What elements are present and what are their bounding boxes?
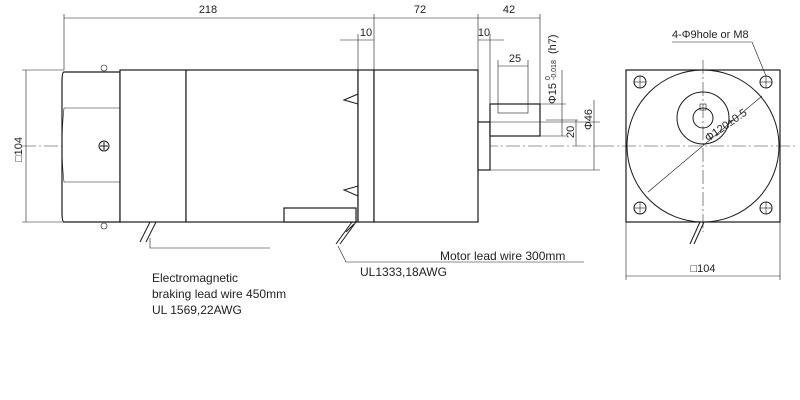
gearbox [373, 69, 479, 223]
flange-wedge-bottom [342, 185, 359, 197]
motor-leader [337, 245, 584, 263]
motor-body-rear [119, 69, 187, 223]
holes-leader [672, 41, 767, 77]
dim-10-pilot: 10 [478, 27, 490, 39]
brake-lead-wire [139, 221, 151, 243]
dim-42: 42 [503, 4, 515, 16]
bolt-bottom-icon [100, 222, 108, 230]
dim-holes: 4-Φ9hole or M8 [672, 29, 749, 41]
dim-25-key: 25 [509, 53, 521, 65]
motor-lead-spec: UL1333,18AWG [360, 265, 447, 279]
shaft-key [497, 103, 529, 114]
motor-lead-note: Motor lead wire 300mm [440, 249, 565, 263]
terminal-box [283, 207, 357, 223]
pilot-boss [477, 121, 491, 171]
dim-phi46: Φ46 [583, 109, 595, 130]
flange-wedge-top [342, 93, 359, 105]
dim-10-flange: 10 [360, 27, 372, 39]
dim-218: 218 [199, 4, 217, 16]
motor-body [185, 69, 359, 223]
brake-note-line3: UL 1569,22AWG [152, 303, 242, 317]
dim-phi15-fit: (h7) [547, 34, 559, 54]
dim-phi15: Φ15 [547, 83, 559, 104]
front-shaft-circle [692, 107, 714, 129]
front-pcd-circle [626, 69, 780, 223]
dim-104-front: □104 [691, 263, 716, 275]
front-lead-wire [689, 221, 701, 245]
front-pilot-circle [676, 91, 730, 145]
brake-note-line2: braking lead wire 450mm [152, 287, 286, 301]
bolt-top-icon [100, 64, 108, 72]
brake-curve [61, 107, 65, 183]
dim-20: 20 [565, 126, 577, 138]
output-shaft [489, 103, 541, 137]
brake-leader [149, 238, 270, 249]
dim-phi15-lower: -0.018 [551, 60, 558, 80]
brake-housing [61, 71, 121, 223]
pcd-leader [647, 95, 763, 193]
dim-104-side: □104 [13, 137, 25, 162]
dim-phi15-upper: 0 [545, 76, 552, 80]
motor-flange [357, 69, 375, 223]
brake-note-line1: Electromagnetic [152, 271, 238, 285]
screw-icon [98, 140, 110, 152]
dim-72: 72 [414, 4, 426, 16]
dim-phi15-group: Φ15 0 -0.018 (h7) [545, 34, 559, 104]
motor-lead-wire [335, 221, 353, 245]
